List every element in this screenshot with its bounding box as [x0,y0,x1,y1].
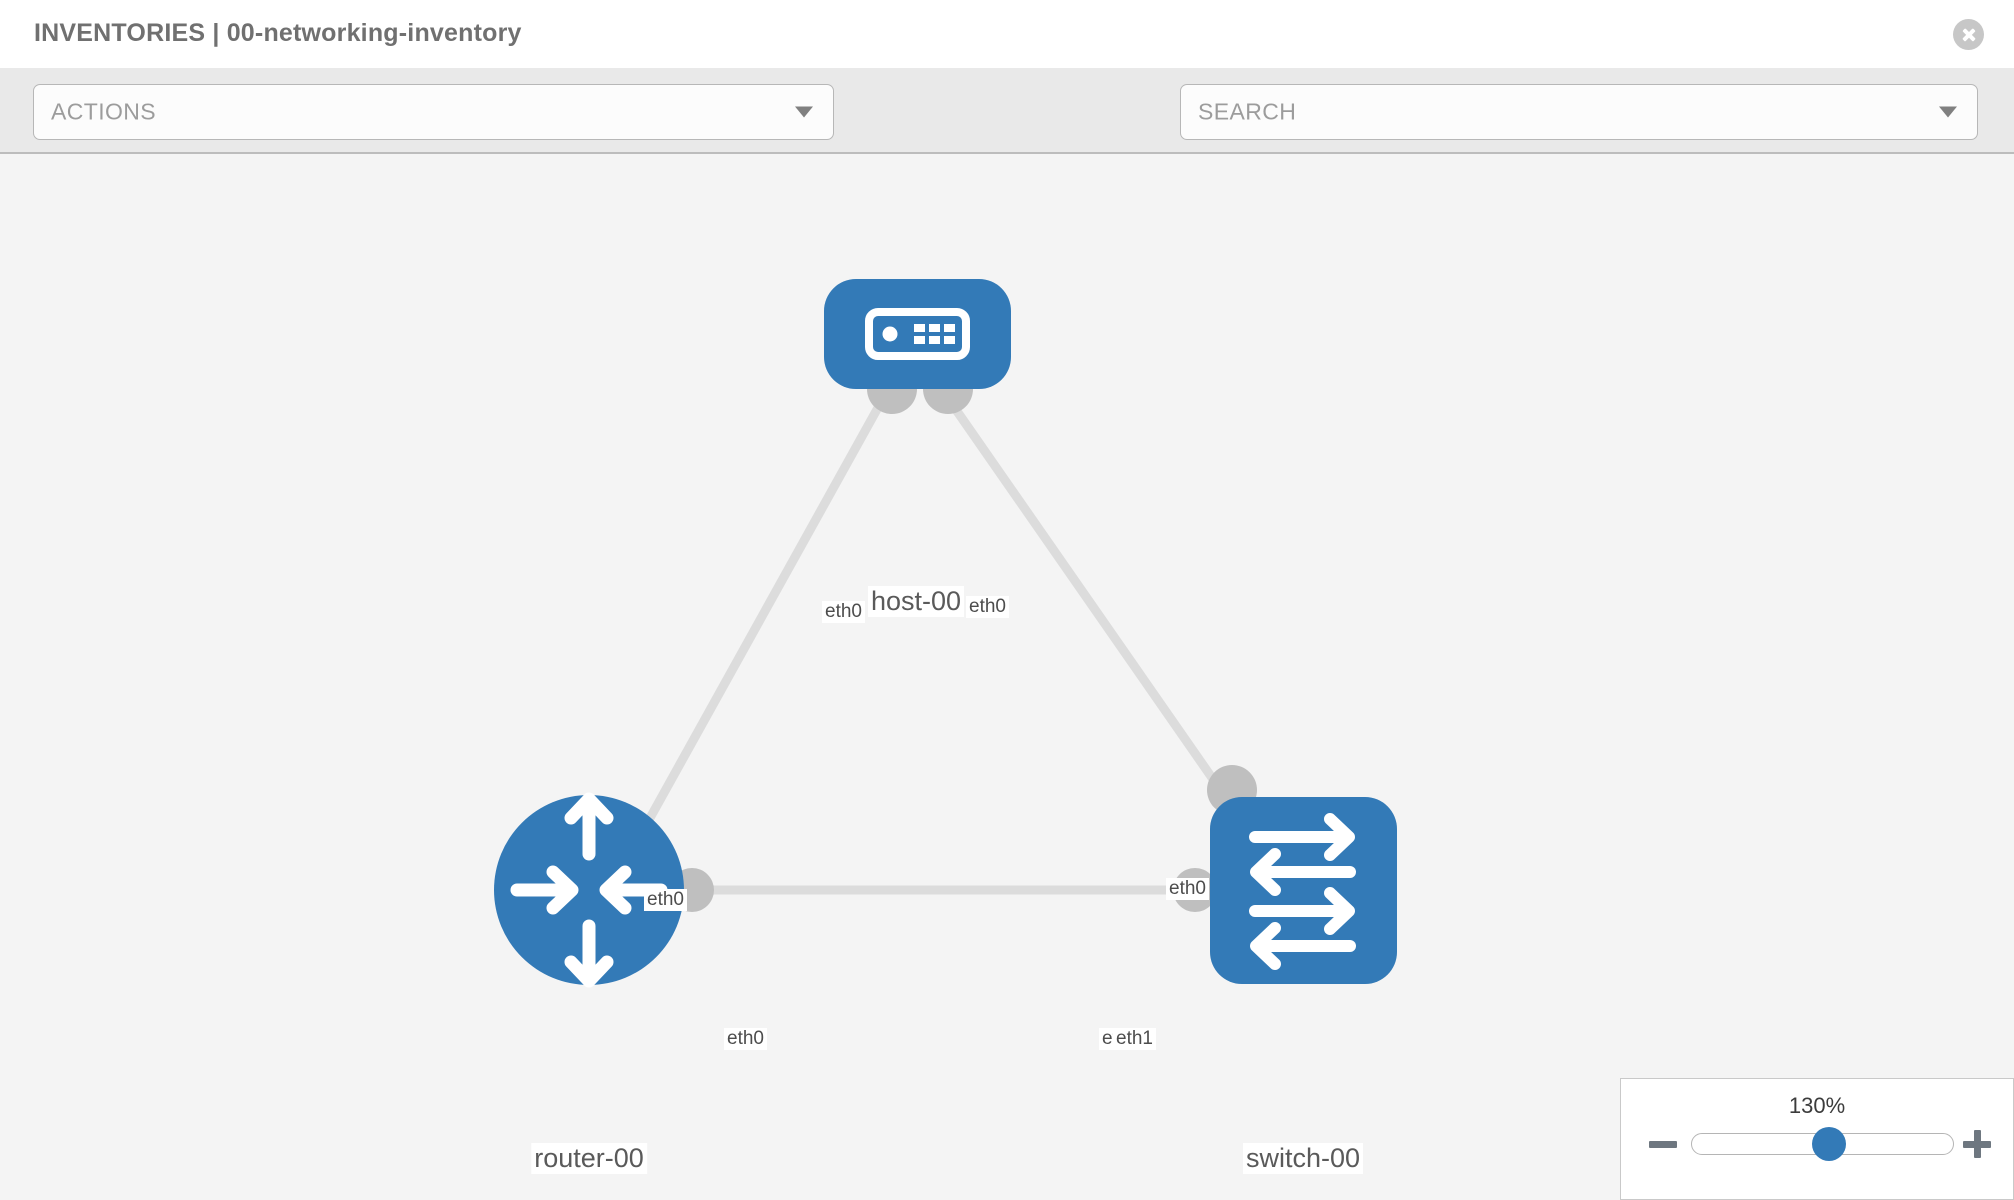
close-icon[interactable] [1953,19,1984,50]
zoom-out-button[interactable] [1649,1130,1677,1158]
edge-host-router [626,401,884,857]
page-title: INVENTORIES | 00-networking-inventory [34,19,522,47]
topology-graph [494,279,1397,988]
zoom-control-panel: 130% [1620,1078,2014,1200]
node-label-switch: switch-00 [1242,1143,1364,1174]
actions-dropdown-value: ACTIONS [51,98,157,125]
topology-edges [626,401,1269,895]
node-switch-00 [1210,797,1397,984]
edge-label-host-right: eth0 [966,596,1009,618]
chevron-down-icon [795,106,813,118]
zoom-level-value: 130% [1788,1093,1846,1118]
page-header: INVENTORIES | 00-networking-inventory [0,0,2014,68]
node-label-host: host-00 [867,586,965,617]
edge-label-router-right: eth0 [724,1028,767,1050]
server-icon [865,308,970,360]
zoom-in-button[interactable] [1963,1130,1991,1158]
edge-label-host-left: eth0 [822,601,865,623]
chevron-down-icon [1939,106,1957,118]
node-host-00 [824,279,1011,389]
node-label-router: router-00 [531,1143,647,1174]
node-router-00 [494,792,684,988]
search-input[interactable]: SEARCH [1198,98,1297,125]
topology-connectors [670,364,1257,912]
toolbar: ACTIONS SEARCH [0,68,2014,200]
edge-label-router-up: eth0 [644,889,687,911]
zoom-slider-handle[interactable] [1812,1127,1846,1161]
router-arrows-icon [510,792,668,988]
topology-canvas[interactable]: host-00 router-00 switch-00 eth0 eth0 et… [0,154,2014,1200]
edge-label-switch-up: eth0 [1166,878,1209,900]
edge-label-switch-left-b: eth1 [1113,1028,1156,1050]
switch-arrows-icon [1249,813,1356,970]
search-input-dropdown[interactable]: SEARCH [1180,84,1978,140]
actions-dropdown[interactable]: ACTIONS [33,84,834,140]
